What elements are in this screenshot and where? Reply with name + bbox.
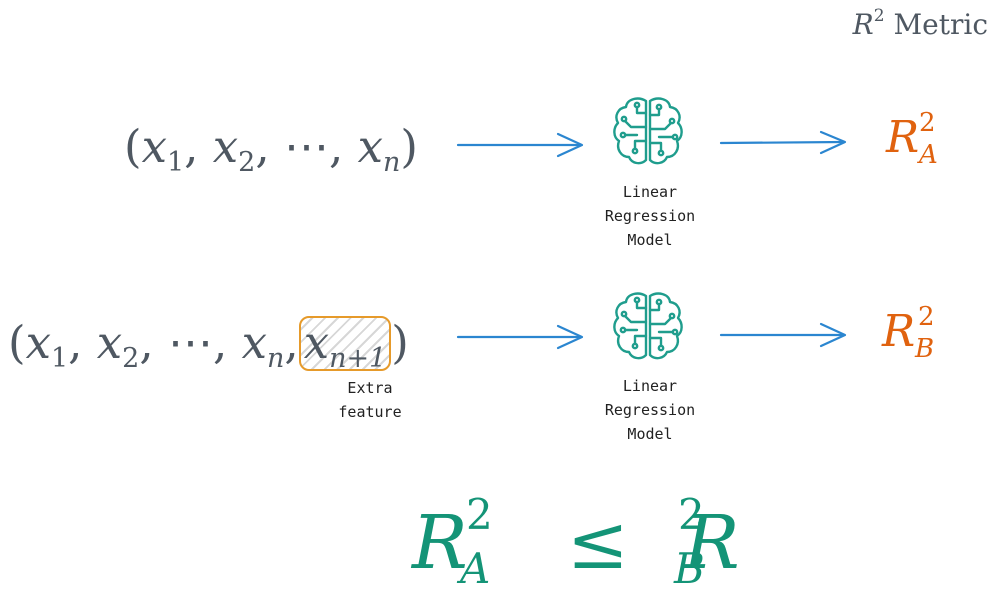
subscript: A <box>919 140 938 170</box>
paren-close: ) <box>400 120 418 173</box>
subscript: 1 <box>166 147 185 178</box>
comma: , <box>255 120 270 173</box>
r-squared-inequality: R 2 A ≤ R 2 B <box>412 494 740 590</box>
r-symbol: R <box>412 500 468 586</box>
comma: , <box>139 316 154 369</box>
subscript: 2 <box>122 343 140 374</box>
paren-open: ( <box>124 120 142 173</box>
arrow-right-icon <box>456 324 584 350</box>
model-label-line: Regression <box>604 401 696 419</box>
model-label-line: Linear <box>622 377 678 395</box>
extra-label-line: Extra <box>347 379 393 397</box>
title-exponent: 2 <box>873 6 885 26</box>
r-symbol: R <box>886 112 920 163</box>
comma: , <box>284 316 299 369</box>
subscript: 2 <box>238 147 256 178</box>
arrow-right-icon <box>719 322 847 348</box>
comma: , <box>328 120 344 173</box>
paren-close: ) <box>391 316 409 369</box>
model-label-line: Model <box>627 231 673 249</box>
var-x: x <box>212 120 239 173</box>
extra-feature-highlight: xn+1 <box>298 316 392 374</box>
less-equal-operator: ≤ <box>566 500 629 586</box>
subscript: B <box>915 334 935 364</box>
subscript: n <box>266 343 285 374</box>
paren-open: ( <box>8 316 26 369</box>
model-label-b: Linear Regression Model <box>580 374 720 446</box>
extra-feature-label: Extra feature <box>315 376 425 424</box>
model-label-line: Regression <box>604 207 696 225</box>
brain-icon <box>613 97 683 165</box>
exponent: 2 <box>466 490 493 539</box>
exponent: 2 <box>678 490 705 539</box>
var-x: x <box>96 316 123 369</box>
r-squared-metric-title: R2 Metric <box>852 6 988 42</box>
title-r-symbol: R <box>852 8 874 41</box>
feature-tuple-a: (x1, x2, ⋯, xn) <box>124 124 418 176</box>
subscript: 1 <box>50 343 69 374</box>
model-label-a: Linear Regression Model <box>580 180 720 252</box>
r-symbol: R <box>683 500 740 586</box>
comma: , <box>212 316 228 369</box>
r-squared-a: R 2 A <box>886 110 938 168</box>
ellipsis: ⋯ <box>167 316 213 369</box>
subscript: A <box>460 544 491 593</box>
var-x: x <box>303 316 330 369</box>
title-metric-word: Metric <box>893 8 988 41</box>
exponent: 2 <box>919 108 936 138</box>
r-symbol: R <box>882 306 916 357</box>
r-squared-b: R 2 B <box>882 304 935 362</box>
var-x: x <box>141 120 167 173</box>
exponent: 2 <box>918 302 935 332</box>
arrow-right-icon <box>719 130 847 155</box>
var-x: x <box>25 316 51 369</box>
subscript: B <box>674 544 705 593</box>
model-label-line: Model <box>627 425 673 443</box>
model-label-line: Linear <box>622 183 678 201</box>
ellipsis: ⋯ <box>283 120 329 173</box>
arrow-right-icon <box>456 132 584 158</box>
var-x: x <box>357 120 383 173</box>
extra-label-line: feature <box>338 403 402 421</box>
subscript: n <box>382 147 401 178</box>
comma: , <box>68 316 83 369</box>
var-x: x <box>241 316 267 369</box>
feature-tuple-b: (x1, x2, ⋯, xn,xn+1) <box>8 316 409 374</box>
subscript: n+1 <box>329 343 387 374</box>
brain-icon <box>613 292 683 360</box>
comma: , <box>184 120 199 173</box>
